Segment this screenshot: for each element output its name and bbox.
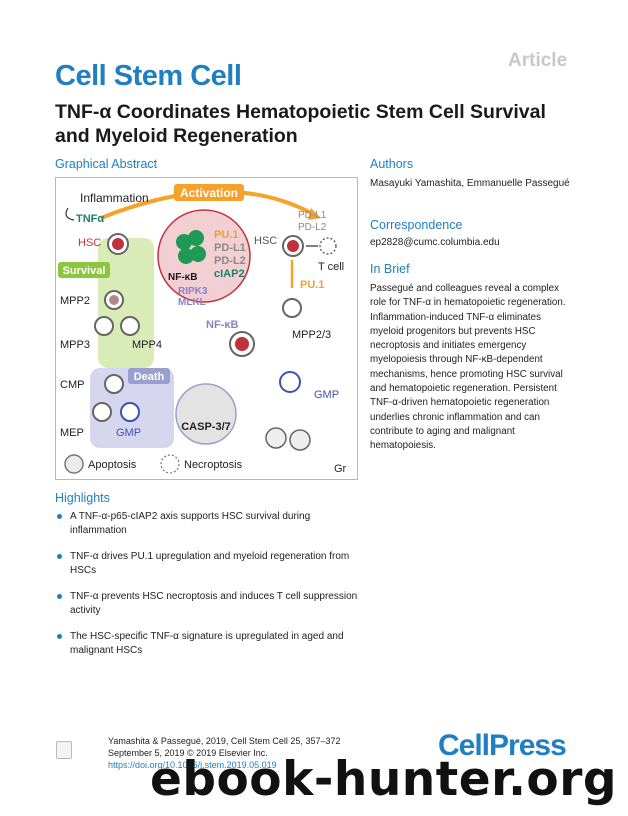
nfkb-dimer-icon-3 <box>178 248 194 264</box>
pu1-label: PU.1 <box>214 229 238 241</box>
mpp3-cell-icon <box>94 316 114 336</box>
cmp-label: CMP <box>60 379 84 391</box>
survival-badge <box>58 262 110 278</box>
inflammation-arrow <box>65 207 75 221</box>
hsc-right-label: HSC <box>254 235 277 247</box>
citation-line: Yamashita & Passegué, 2019, Cell Stem Ce… <box>108 736 341 746</box>
bullet-icon <box>57 514 62 519</box>
pdl2-label: PD-L2 <box>214 255 246 267</box>
mpp2-label: MPP2 <box>60 295 90 307</box>
necroptosis-icon <box>160 454 180 474</box>
citation-block: Yamashita & Passegué, 2019, Cell Stem Ce… <box>108 735 340 771</box>
bullet-icon <box>57 554 62 559</box>
highlight-item: The HSC-specific TNF-α signature is upre… <box>55 630 365 658</box>
mpp2-nucleus-icon <box>109 295 119 305</box>
paper-title: TNF-α Coordinates Hematopoietic Stem Cel… <box>55 101 546 147</box>
pdl2-right-label: PD-L2 <box>298 222 327 233</box>
mep-label: MEP <box>60 427 84 439</box>
nfkb-label: NF-κB <box>168 272 197 283</box>
highlights-list: A TNF-α-p65-cIAP2 axis supports HSC surv… <box>55 510 365 670</box>
cellpress-logo[interactable]: CellPress <box>438 729 567 762</box>
inflammation-label: Inflammation <box>80 191 149 205</box>
graphical-abstract-heading: Graphical Abstract <box>55 157 158 171</box>
tnfa-label: TNFα <box>76 213 104 225</box>
highlight-text: TNF-α drives PU.1 upregulation and myelo… <box>70 551 350 576</box>
journal-logo[interactable]: Cell Stem Cell <box>55 60 242 92</box>
pu1-right-label: PU.1 <box>300 279 324 291</box>
article-type-label: Article <box>508 50 568 71</box>
gmp-right-label: GMP <box>314 389 339 401</box>
mpp4-label: MPP4 <box>132 339 162 351</box>
hsc-left-label: HSC <box>78 237 101 249</box>
citation-date: September 5, 2019 © 2019 Elsevier Inc. <box>108 748 268 758</box>
granulocyte-icon-2 <box>289 429 311 451</box>
ciap2-label: cIAP2 <box>214 268 245 280</box>
highlight-item: TNF-α prevents HSC necroptosis and induc… <box>55 590 365 618</box>
casp-label: CASP-3/7 <box>181 421 231 433</box>
ripk3-label: RIPK3 <box>178 286 208 297</box>
hsc-nucleus-icon <box>112 238 124 250</box>
mep-cell-icon <box>92 402 112 422</box>
nfkb-dimer-icon-2 <box>188 230 204 246</box>
survival-label: Survival <box>63 265 106 277</box>
activation-badge <box>174 184 244 201</box>
necroptosis-label: Necroptosis <box>184 459 243 471</box>
bullet-icon <box>57 594 62 599</box>
death-badge <box>128 368 170 384</box>
graphical-abstract-figure: Activation Inflammation TNFα HSC Surviva… <box>55 177 358 480</box>
death-label: Death <box>134 371 165 383</box>
doi-link[interactable]: https://doi.org/10.1016/j.stem.2019.05.0… <box>108 760 277 770</box>
in-brief-text: Passegué and colleagues reveal a complex… <box>370 283 566 452</box>
mpp4-cell-icon <box>120 316 140 336</box>
highlights-heading: Highlights <box>55 491 110 505</box>
activation-label: Activation <box>180 186 238 200</box>
bullet-icon <box>57 634 62 639</box>
t-cell-icon <box>319 237 337 255</box>
highlight-item: A TNF-α-p65-cIAP2 axis supports HSC surv… <box>55 510 365 538</box>
dying-hsc-nucleus-icon <box>235 337 249 351</box>
gmp-right-cell-icon <box>279 371 301 393</box>
crossmark-icon[interactable] <box>56 741 72 759</box>
mpp23-label: MPP2/3 <box>292 329 331 341</box>
apoptosis-label: Apoptosis <box>88 459 137 471</box>
highlight-text: TNF-α prevents HSC necroptosis and induc… <box>70 591 358 616</box>
authors-list: Masayuki Yamashita, Emmanuelle Passegué <box>370 178 570 189</box>
highlight-item: TNF-α drives PU.1 upregulation and myelo… <box>55 550 365 578</box>
highlight-text: A TNF-α-p65-cIAP2 axis supports HSC surv… <box>70 511 311 536</box>
correspondence-email[interactable]: ep2828@cumc.columbia.edu <box>370 237 500 248</box>
granulocyte-icon <box>265 427 287 449</box>
hsc-right-nucleus-icon <box>287 240 299 252</box>
in-brief-heading: In Brief <box>370 262 410 276</box>
pdl1-right-label: PD-L1 <box>298 210 327 221</box>
watermark-text: ebook-hunter.org <box>150 752 618 807</box>
nfkb-down-label: NF-κB <box>206 319 238 331</box>
activation-arrowhead <box>308 208 321 220</box>
cmp-cell-icon <box>104 374 124 394</box>
casp-cell <box>175 383 237 445</box>
correspondence-heading: Correspondence <box>370 218 463 232</box>
mpp23-cell-icon <box>282 298 302 318</box>
nfkb-dimer-icon-4 <box>190 246 206 262</box>
pdl1-label: PD-L1 <box>214 242 246 254</box>
t-cell-label: T cell <box>318 261 344 273</box>
gr-label: Gr <box>334 463 347 475</box>
mpp3-label: MPP3 <box>60 339 90 351</box>
apoptosis-icon <box>64 454 84 474</box>
gmp-left-cell-icon <box>120 402 140 422</box>
survival-panel <box>98 238 154 368</box>
mlkl-label: MLKL <box>178 297 206 308</box>
highlight-text: The HSC-specific TNF-α signature is upre… <box>70 631 344 656</box>
authors-heading: Authors <box>370 157 414 171</box>
gmp-left-label: GMP <box>116 427 141 439</box>
